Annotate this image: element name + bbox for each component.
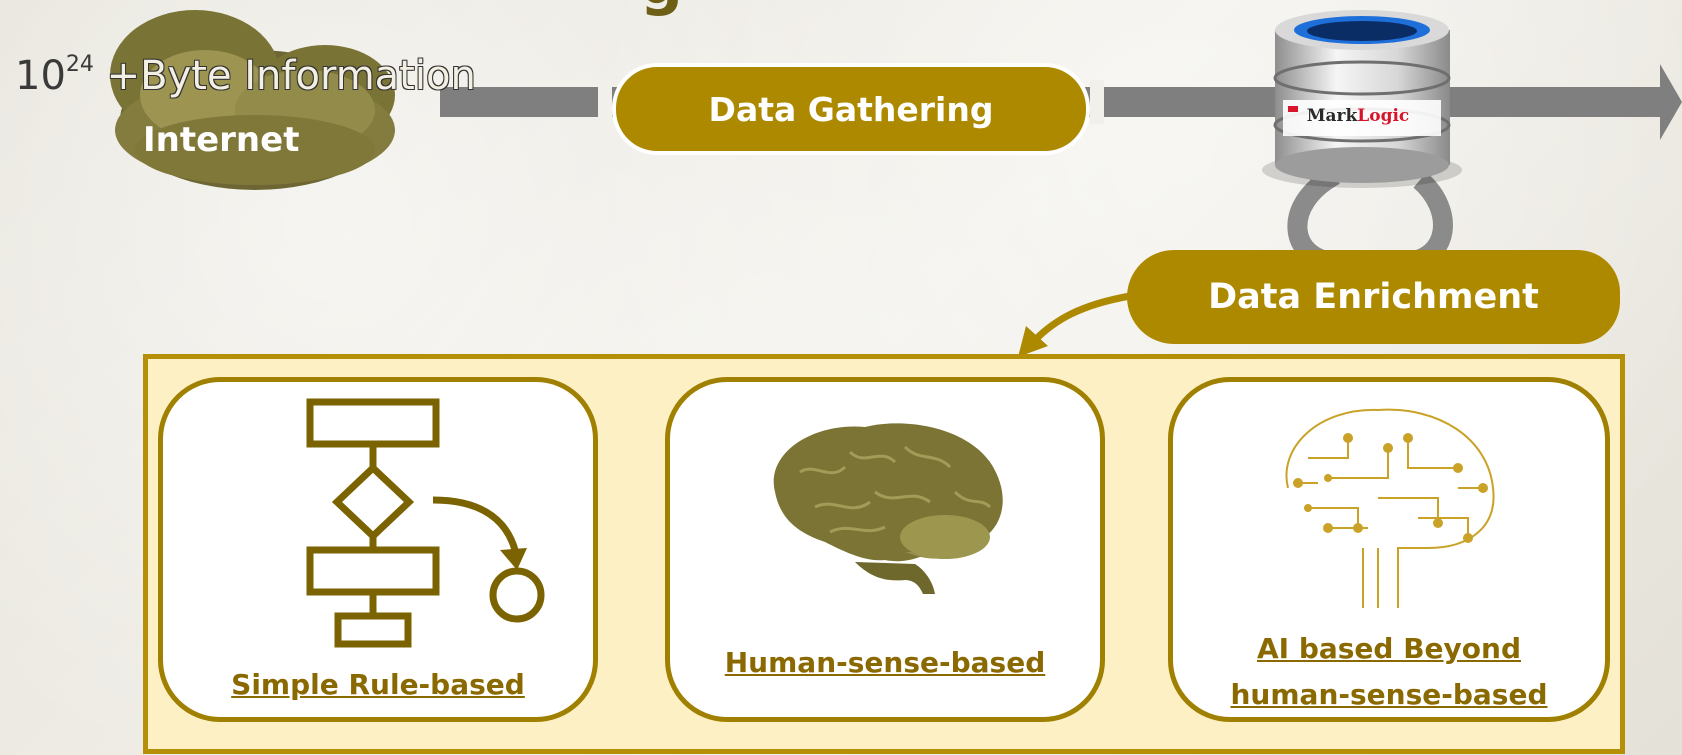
info-text: +Byte Information bbox=[106, 53, 476, 99]
info-exponent: 24 bbox=[65, 52, 94, 77]
brand-mark-text: Mark bbox=[1306, 106, 1358, 126]
database-icon bbox=[1262, 10, 1462, 188]
information-size-label: 1024 +Byte Information bbox=[15, 52, 476, 99]
circuit-brain-icon bbox=[1285, 408, 1495, 608]
data-enrichment-step: Data Enrichment bbox=[1127, 250, 1620, 344]
arrow-gap-left bbox=[598, 80, 612, 124]
page-title-partial: g bbox=[640, 0, 683, 18]
stage-label-human-sense: Human-sense-based bbox=[724, 646, 1046, 679]
stage-card-ai-based bbox=[1168, 377, 1610, 722]
arrow-gap-right bbox=[1090, 80, 1104, 124]
stage-label-rule-based: Simple Rule-based bbox=[231, 668, 525, 701]
stage-label-ai-line1: AI based Beyond bbox=[1256, 632, 1522, 665]
flowchart-icon bbox=[306, 398, 545, 648]
cloud-icon bbox=[110, 10, 395, 190]
enrichment-curve-arrow bbox=[1032, 292, 1131, 343]
enrichment-arrow-head bbox=[1018, 326, 1048, 357]
stage-label-ai-line2: human-sense-based bbox=[1230, 678, 1548, 711]
main-arrow-head bbox=[1660, 64, 1682, 140]
cloud-label: Internet bbox=[143, 120, 300, 160]
info-base: 10 bbox=[15, 53, 66, 99]
brand-logic-text: Logic bbox=[1357, 106, 1410, 126]
brain-icon bbox=[773, 423, 1003, 594]
data-gathering-step: Data Gathering bbox=[612, 63, 1090, 155]
stage-label-ai-based: AI based Beyond human-sense-based bbox=[1168, 626, 1610, 718]
